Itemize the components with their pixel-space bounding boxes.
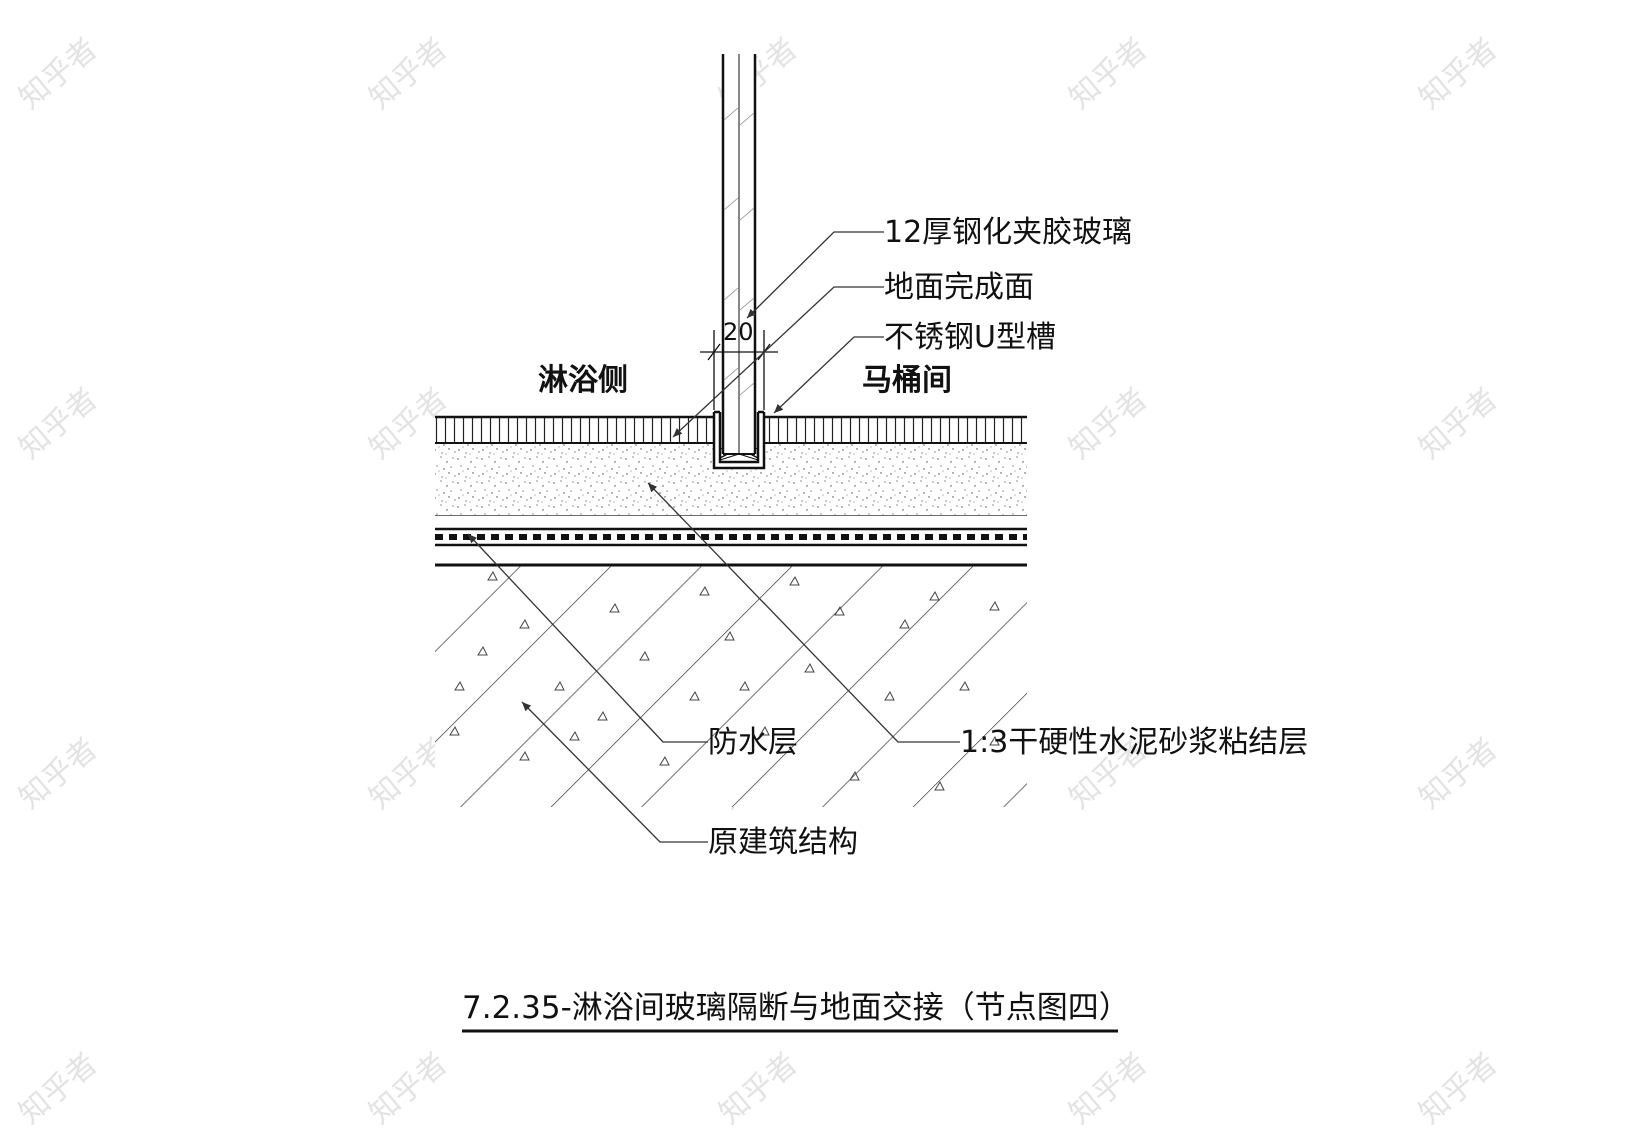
watermark: 知乎者	[13, 731, 104, 816]
waterproof-band	[435, 514, 1027, 547]
leader-floor-finish	[672, 286, 884, 438]
leader-u-channel	[773, 336, 884, 414]
watermark: 知乎者	[1413, 731, 1504, 816]
leader-structure	[521, 701, 708, 843]
watermark: 知乎者	[1413, 381, 1504, 466]
caption-title: 淋浴间玻璃隔断与地面交接	[572, 990, 944, 1026]
label-glass: 12厚钢化夹胶玻璃	[884, 215, 1132, 250]
label-floor-finish: 地面完成面	[884, 270, 1034, 305]
glass-panel	[721, 54, 757, 455]
caption-number: 7.2.35-	[462, 990, 572, 1026]
watermark: 知乎者	[1063, 1046, 1154, 1131]
leader-mortar	[647, 482, 960, 743]
watermark: 知乎者	[1063, 31, 1154, 116]
watermark: 知乎者	[13, 1046, 104, 1131]
aggregate-marks	[449, 570, 1000, 791]
dimension-value: 20	[723, 318, 754, 346]
figure-caption: 7.2.35-淋浴间玻璃隔断与地面交接（节点图四）	[462, 990, 1130, 1026]
watermark: 知乎者	[1413, 31, 1504, 116]
caption-suffix: （节点图四）	[944, 990, 1130, 1026]
watermark: 知乎者	[363, 1046, 454, 1131]
leader-lines	[467, 231, 960, 843]
watermark: 知乎者	[713, 1046, 804, 1131]
leader-glass	[746, 231, 884, 319]
label-mortar: 1:3干硬性水泥砂浆粘结层	[960, 725, 1308, 760]
watermark: 知乎者	[13, 31, 104, 116]
label-u-channel: 不锈钢U型槽	[884, 320, 1056, 355]
original-structure-layer	[435, 563, 1027, 807]
watermark: 知乎者	[363, 31, 454, 116]
watermark: 知乎者	[13, 381, 104, 466]
label-structure: 原建筑结构	[708, 825, 858, 860]
watermark: 知乎者	[1413, 1046, 1504, 1131]
watermark: 知乎者	[1063, 381, 1154, 466]
leader-waterproof	[467, 533, 708, 743]
shower-side-label: 淋浴侧	[538, 363, 628, 398]
label-waterproof: 防水层	[708, 725, 798, 760]
toilet-side-label: 马桶间	[862, 363, 952, 398]
